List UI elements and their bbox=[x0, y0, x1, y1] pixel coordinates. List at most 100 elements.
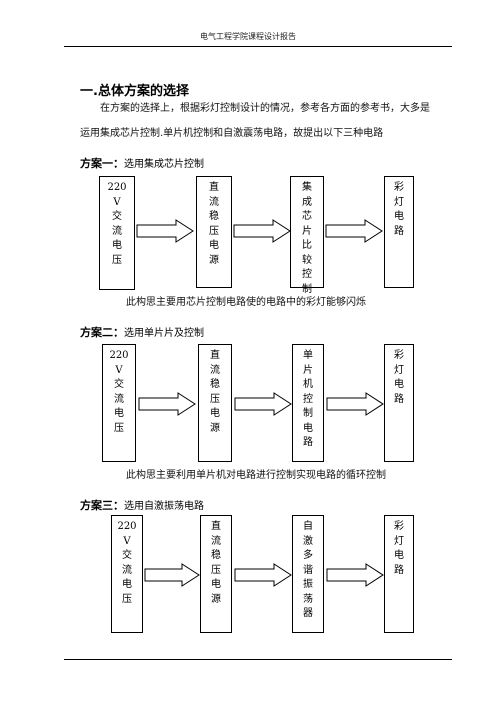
block-char: 单 bbox=[303, 350, 313, 361]
block-char: V bbox=[113, 196, 121, 208]
plan-3-desc: 选用自激振荡电路 bbox=[124, 501, 204, 512]
plan-1-heading: 方案一：选用集成芯片控制 bbox=[80, 155, 204, 171]
plan-3-arrow-1 bbox=[144, 563, 200, 587]
block-char: 制 bbox=[303, 408, 313, 419]
block-char: 220 bbox=[107, 182, 127, 193]
block-char: 路 bbox=[394, 564, 404, 576]
block-char: 直 bbox=[209, 182, 219, 193]
block-char: 机 bbox=[303, 379, 313, 390]
plan-1-desc: 选用集成芯片控制 bbox=[124, 159, 204, 170]
block-char: 电 bbox=[211, 579, 221, 590]
plan-1-arrow-2 bbox=[233, 219, 291, 243]
block-char: 电 bbox=[209, 240, 219, 251]
section-title: 一.总体方案的选择 bbox=[80, 84, 189, 99]
block-char: 片 bbox=[303, 364, 313, 376]
plan-3-block-dc-regulator-text: 直流稳压电源 bbox=[201, 520, 231, 607]
block-char: 比 bbox=[302, 240, 312, 251]
block-char: 压 bbox=[209, 225, 219, 237]
block-char: 源 bbox=[211, 593, 221, 605]
block-char: 电 bbox=[210, 408, 220, 419]
plan-1-block-ic-control-text: 集成芯片比较控制 bbox=[291, 181, 323, 297]
block-char: 谐 bbox=[303, 564, 313, 576]
block-char: 220 bbox=[109, 350, 129, 361]
block-char: 路 bbox=[394, 393, 404, 405]
block-char: 直 bbox=[211, 521, 221, 532]
block-char: 流 bbox=[210, 364, 220, 376]
block-char: 流 bbox=[122, 564, 132, 576]
plan-1-block-ic-control: 集成芯片比较控制 bbox=[290, 176, 324, 295]
page-header: 电气工程学院课程设计报告 bbox=[200, 32, 296, 41]
plan-1-block-dc-regulator: 直流稳压电源 bbox=[196, 176, 232, 288]
block-char: 流 bbox=[114, 393, 124, 405]
plan-2-block-mcu-control-text: 单片机控制电路 bbox=[293, 349, 323, 451]
block-char: 器 bbox=[303, 608, 313, 619]
plan-1-arrow-3 bbox=[325, 219, 383, 243]
block-char: 交 bbox=[112, 211, 122, 222]
plan-1-block-lamp-circuit: 彩灯电路 bbox=[384, 176, 414, 288]
plan-3-arrow-2 bbox=[234, 563, 292, 587]
block-char: 灯 bbox=[394, 196, 404, 208]
plan-3-arrow-3 bbox=[326, 563, 384, 587]
plan-2-block-dc-regulator: 直流稳压电源 bbox=[198, 344, 232, 462]
block-char: 稳 bbox=[211, 550, 221, 561]
block-char: 交 bbox=[114, 379, 124, 390]
block-char: 电 bbox=[303, 422, 313, 434]
block-char: 电 bbox=[394, 550, 404, 561]
block-char: 片 bbox=[302, 225, 312, 237]
plan-2-label: 方案二： bbox=[80, 326, 124, 339]
block-char: 灯 bbox=[394, 364, 404, 376]
block-char: 制 bbox=[302, 283, 312, 295]
block-char: 路 bbox=[303, 437, 313, 448]
plan-1-caption: 此构思主要用芯片控制电路使的电路中的彩灯能够闪烁 bbox=[126, 297, 366, 308]
block-char: 源 bbox=[210, 422, 220, 434]
plan-2-block-lamp-circuit: 彩灯电路 bbox=[384, 344, 414, 462]
block-char: 彩 bbox=[394, 521, 404, 532]
plan-2-block-dc-regulator-text: 直流稳压电源 bbox=[199, 349, 231, 436]
plan-1-block-dc-regulator-text: 直流稳压电源 bbox=[197, 181, 231, 268]
block-char: 控 bbox=[302, 269, 312, 280]
block-char: 控 bbox=[303, 393, 313, 405]
block-char: 自 bbox=[303, 521, 313, 532]
plan-2-arrow-3 bbox=[326, 392, 384, 416]
plan-3-block-dc-regulator: 直流稳压电源 bbox=[200, 515, 232, 633]
plan-3-block-lamp-circuit-text: 彩灯电路 bbox=[385, 520, 413, 578]
block-char: 稳 bbox=[209, 211, 219, 222]
block-char: 直 bbox=[210, 350, 220, 361]
plan-2-arrow-1 bbox=[138, 392, 196, 416]
intro-line-1: 在方案的选择上，根据彩灯控制设计的情况，参考各方面的参考书，大多是 bbox=[100, 103, 430, 114]
block-char: 电 bbox=[394, 379, 404, 390]
plan-2-block-mcu-control: 单片机控制电路 bbox=[292, 344, 324, 462]
plan-3-block-oscillator-text: 自激多谐振荡器 bbox=[293, 520, 323, 622]
block-char: 稳 bbox=[210, 379, 220, 390]
block-char: 压 bbox=[211, 564, 221, 576]
block-char: 彩 bbox=[394, 350, 404, 361]
plan-3-block-lamp-circuit: 彩灯电路 bbox=[384, 515, 414, 633]
block-char: 较 bbox=[302, 254, 312, 266]
plan-1-block-lamp-circuit-text: 彩灯电路 bbox=[385, 181, 413, 239]
plan-2-caption: 此构思主要利用单片机对电路进行控制实现电路的循环控制 bbox=[126, 470, 386, 481]
block-char: 多 bbox=[303, 550, 313, 561]
header-rule bbox=[64, 46, 452, 47]
plan-1-label: 方案一： bbox=[80, 157, 124, 170]
plan-3-label: 方案三： bbox=[80, 499, 124, 512]
block-char: 电 bbox=[114, 408, 124, 419]
block-char: 成 bbox=[302, 196, 312, 208]
block-char: 压 bbox=[114, 422, 124, 434]
block-char: 源 bbox=[209, 254, 219, 266]
block-char: 流 bbox=[211, 535, 221, 547]
block-char: 芯 bbox=[302, 211, 312, 222]
block-char: 振 bbox=[303, 579, 313, 590]
block-char: V bbox=[123, 535, 131, 547]
plan-2-desc: 选用单片片及控制 bbox=[124, 328, 204, 339]
plan-3-heading: 方案三：选用自激振荡电路 bbox=[80, 497, 204, 513]
plan-2-arrow-2 bbox=[234, 392, 292, 416]
block-char: 电 bbox=[112, 240, 122, 251]
block-char: 集 bbox=[302, 182, 312, 193]
block-char: 电 bbox=[122, 579, 132, 590]
block-char: 激 bbox=[303, 535, 313, 547]
